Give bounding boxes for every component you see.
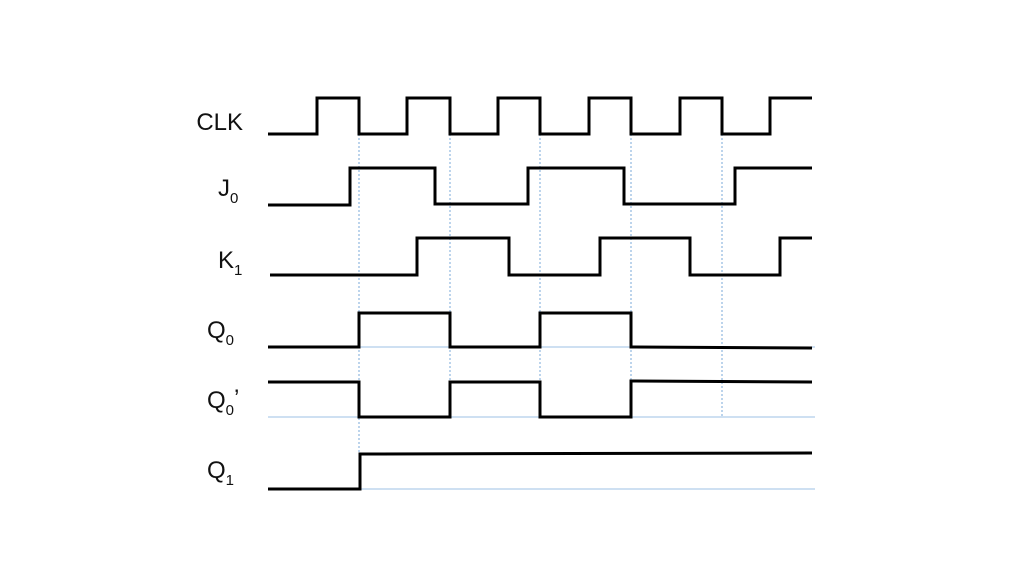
waveforms [268, 96, 813, 491]
label-j0: J0 [218, 175, 238, 207]
signal-labels: CLK J0 K1 Q0 Q0’ Q1 [196, 109, 243, 489]
waveform-q0 [268, 311, 813, 350]
waveform-q1 [268, 451, 813, 491]
label-q0-not: Q0’ [207, 385, 239, 419]
label-q0: Q0 [207, 317, 234, 349]
label-k1: K1 [218, 247, 242, 279]
waveform-clk [268, 96, 812, 136]
label-q1: Q1 [207, 457, 234, 489]
label-clk: CLK [196, 109, 243, 136]
waveform-k1 [270, 236, 812, 277]
waveform-q0-not [268, 379, 813, 419]
waveform-j0 [268, 166, 812, 207]
